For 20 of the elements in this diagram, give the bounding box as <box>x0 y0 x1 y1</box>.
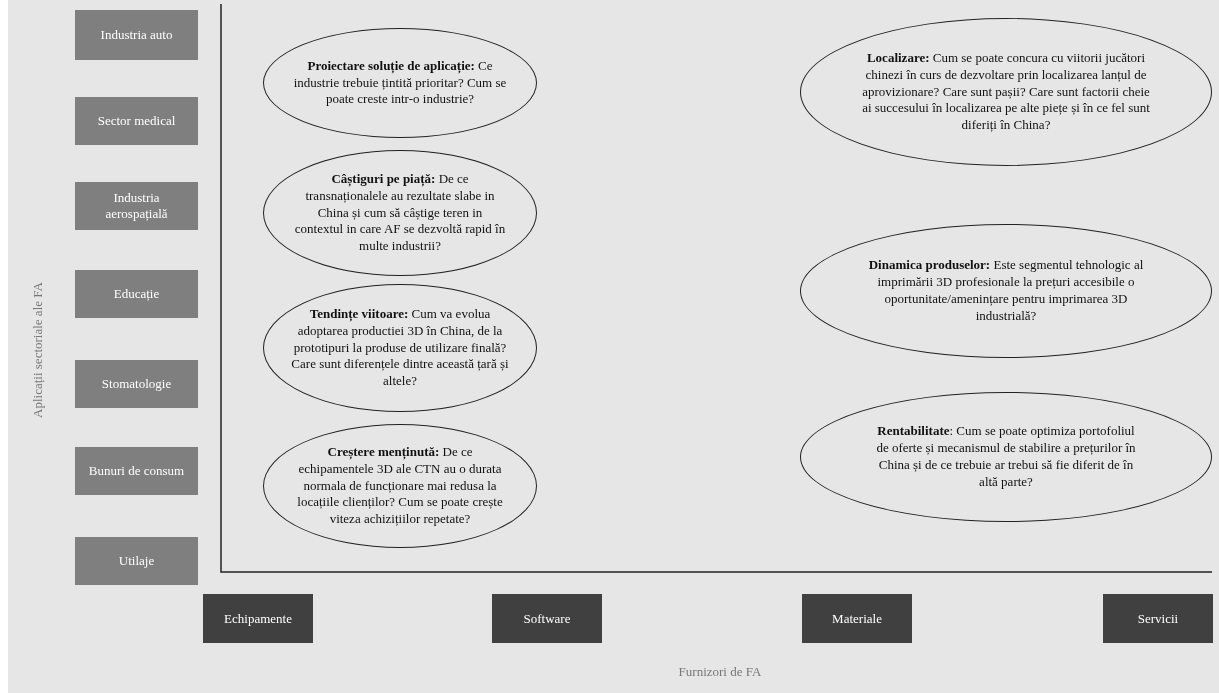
supplier-box: Servicii <box>1103 594 1213 643</box>
sector-box: Utilaje <box>75 537 198 585</box>
question-text: Localizare: Cum se poate concura cu viitorii jucători chinezi în curs de dezvoltare prin localizarea lanțul de aprovizionare? Care sunt pașii? Care sunt factorii cheie ai succesului în localizarea pe alte piețe și în ce fel sunt diferiți în China? <box>861 49 1151 135</box>
sector-box: Bunuri de consum <box>75 447 198 495</box>
question-text: Câștiguri pe piață: De ce transnaționalele au rezultate slabe in China și cum să câștige teren in contextul in care AF se dezvoltă rapid în multe industrii? <box>293 170 507 256</box>
question-text: Rentabilitate: Cum se poate optimiza portofoliul de oferte și mecanismul de stabilire a prețurilor în China și de ce trebuie ar trebui să fie diferit de în altă parte? <box>875 423 1137 491</box>
sector-box: Industria aerospațială <box>75 182 198 230</box>
sector-box: Industria auto <box>75 10 198 60</box>
question-text: Proiectare soluție de aplicație: Ce industrie trebuie țintită prioritar? Cum se poate creste intr-o industrie? <box>292 57 508 109</box>
supplier-box: Software <box>492 594 602 643</box>
axis-title: Furnizori de FA <box>678 664 762 680</box>
sector-box: Sector medical <box>75 97 198 145</box>
question-text: Creștere menținută: De ce echipamentele 3D ale CTN au o durata normala de funcționare mai redusa la locațiile clienților? Cum se poate crește viteza achizițiilor repetate? <box>296 443 504 529</box>
sector-box: Educație <box>75 270 198 318</box>
question-text: Tendințe viitoare: Cum va evolua adoptarea productiei 3D în China, de la prototipuri la produse de utilizare finală? Care sunt diferențele dintre această țară și altele? <box>290 305 510 391</box>
question-text: Dinamica produselor: Este segmentul tehnologic al imprimării 3D profesionale la prețuri accesibile o oportunitate/amenințare pentru imprimarea 3D industrială? <box>867 257 1145 325</box>
axis-title: Aplicații sectoriale ale FA <box>30 282 46 418</box>
sector-box: Stomatologie <box>75 360 198 408</box>
supplier-box: Echipamente <box>203 594 313 643</box>
supplier-box: Materiale <box>802 594 912 643</box>
